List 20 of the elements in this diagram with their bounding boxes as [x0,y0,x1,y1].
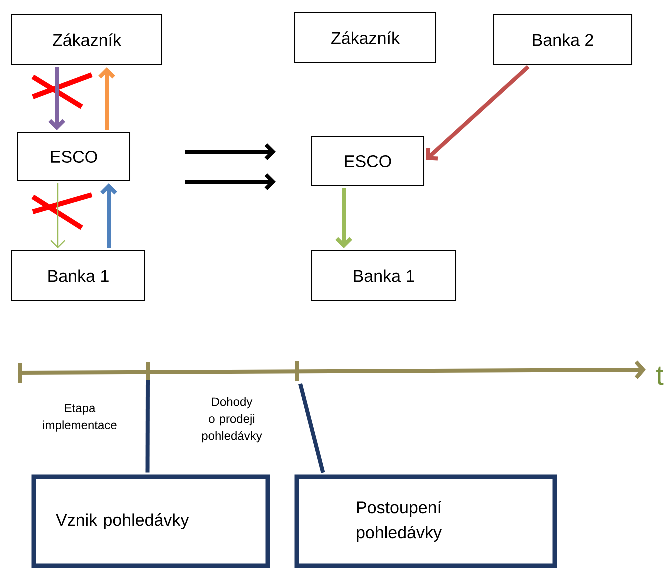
phase-label: Dohody o prodeji pohledávky [202,397,262,443]
text-box: Vznik pohledávky [32,474,270,568]
process-box: ESCO [18,132,130,182]
process-box: Banka 1 [312,250,456,302]
arrow [336,188,352,248]
arrow [426,65,530,161]
leader-line [146,380,150,473]
leader-line [298,383,326,474]
process-box: Banka 1 [12,250,146,302]
arrow [98,68,116,130]
process-box: Zákazník [294,12,436,64]
axis-label: t [656,366,664,386]
text-box: Postoupení pohledávky [294,474,558,568]
arrow [48,68,66,130]
arrow [50,184,66,248]
phase-label: Etapa implementace [43,404,117,432]
process-box: Zákazník [12,14,162,66]
arrow [100,184,118,248]
process-box: ESCO [312,136,424,186]
process-box: Banka 2 [494,14,632,66]
